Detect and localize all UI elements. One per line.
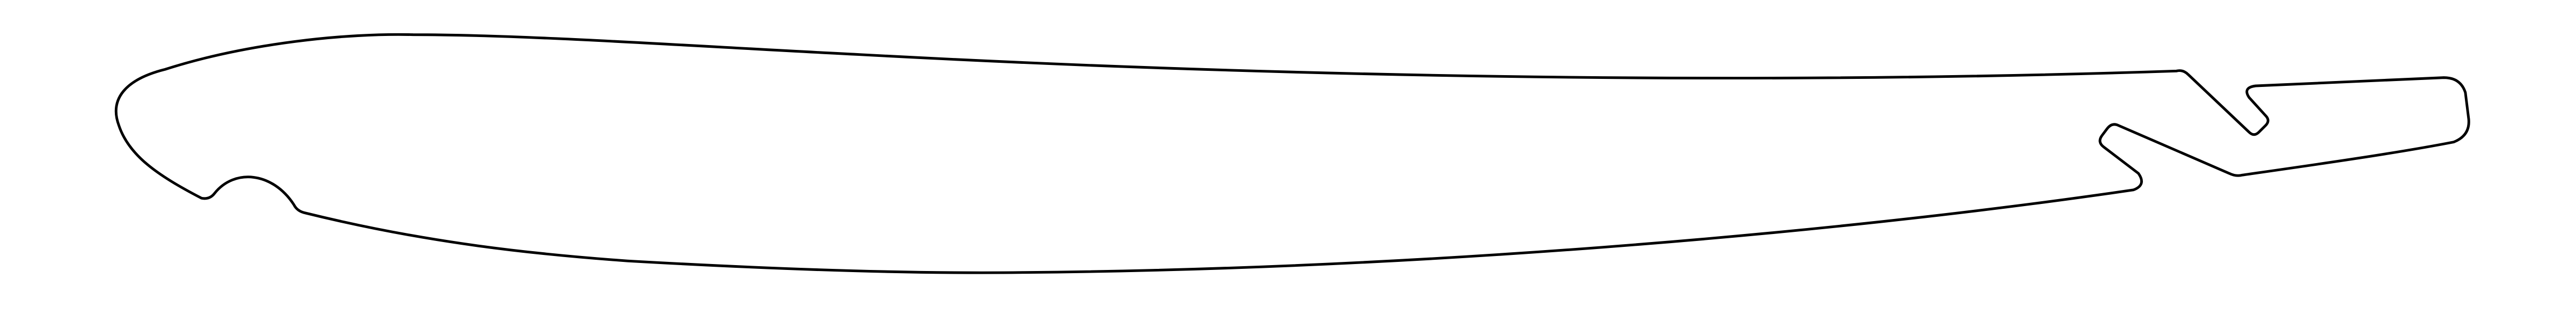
blade-outline — [114, 33, 2470, 274]
